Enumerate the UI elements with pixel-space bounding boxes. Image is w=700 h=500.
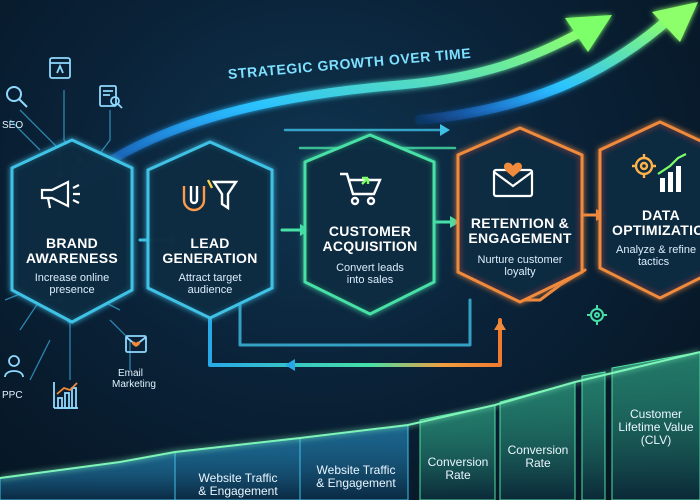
metric-line: Conversion [507,443,569,457]
email-icon [124,334,148,354]
stage-title-lead-generation: LEAD GENERATION [152,235,268,267]
metric-conversion-rate-2: Conversion Rate [500,443,576,471]
stage-desc-data-optimization: Analyze & refine tactics [606,244,700,268]
metric-line: Rate [525,456,551,471]
desc-line: Increase online [34,272,110,284]
analytics-chart-icon [52,380,80,410]
title-line: DATA [642,207,681,223]
title-line: ENGAGEMENT [468,230,572,247]
desc-line: loyalty [504,266,536,279]
megaphone-icon [38,178,82,212]
desc-line: Attract target [178,272,242,284]
shopping-cart-icon [338,168,386,208]
document-search-icon [98,84,124,110]
title-line: AWARENESS [25,250,119,267]
metric-line: Lifetime Value [618,420,694,435]
metric-line: Customer [629,407,682,421]
stage-title-brand-awareness: BRAND AWARENESS [16,235,128,267]
channel-seo-label: SEO [2,120,24,131]
stage-desc-retention-engagement: Nurture customer loyalty [460,254,580,278]
hexagon-frames [10,120,700,324]
metric-website-traffic-1: Website Traffic & Engagement [184,471,292,499]
desc-line: Analyze & refine [616,244,697,256]
channel-ppc-label: PPC [2,390,23,401]
channel-email-label: Email Marketing [112,368,170,390]
desc-line: tactics [638,256,670,269]
gear-icon [586,304,608,326]
metric-line: Conversion [427,455,489,469]
stage-title-retention-engagement: RETENTION & ENGAGEMENT [460,215,580,247]
title-line: OPTIMIZATION [612,222,700,239]
desc-line: Nurture customer [477,254,563,266]
stage-desc-customer-acquisition: Convert leads into sales [308,262,432,286]
stage-title-customer-acquisition: CUSTOMER ACQUISITION [308,223,432,255]
metric-line: Website Traffic [316,463,396,477]
metric-line: & Engagement [198,484,278,499]
title-line: GENERATION [162,250,258,267]
growth-arrow [65,2,698,195]
label-line: Marketing [112,379,156,390]
title-line: RETENTION & [470,215,570,231]
browser-icon [48,56,72,80]
title-line: BRAND [45,235,99,251]
desc-line: into sales [346,274,394,287]
title-line: LEAD [190,235,230,251]
metric-customer-lifetime-value: Customer Lifetime Value (CLV) [612,407,700,448]
metric-line: & Engagement [316,476,396,491]
metric-line: (CLV) [640,433,672,448]
search-icon [4,84,30,110]
magnet-funnel-icon [178,176,242,216]
label-line: Email [118,368,144,379]
person-icon [4,354,24,378]
metric-line: Website Traffic [198,471,278,485]
metric-conversion-rate-1: Conversion Rate [420,455,496,483]
title-line: CUSTOMER [328,223,412,239]
heart-mail-icon [490,160,542,200]
desc-line: Convert leads [336,262,404,274]
stage-title-data-optimization: DATA OPTIMIZATION [606,207,700,239]
growth-bars [0,351,700,500]
metric-website-traffic-2: Website Traffic & Engagement [304,463,408,491]
stage-desc-brand-awareness: Increase online presence [16,272,128,296]
gear-chart-icon [630,152,690,196]
metric-line: Rate [445,468,471,483]
stage-desc-lead-generation: Attract target audience [152,272,268,296]
title-line: ACQUISITION [322,238,418,255]
desc-line: presence [49,284,95,297]
desc-line: audience [187,284,233,297]
